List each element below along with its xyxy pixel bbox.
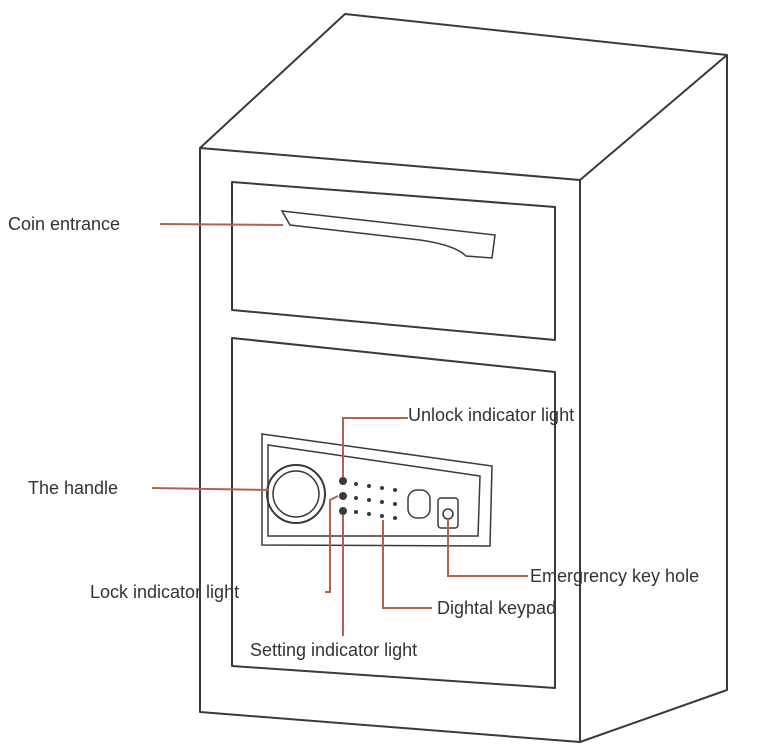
handle-knob	[266, 464, 326, 524]
lock-panel	[261, 433, 493, 547]
keypad-grid	[354, 482, 397, 520]
lock-plate-inner	[267, 444, 481, 537]
emergency-keyhole	[442, 508, 454, 520]
label-lock-indicator-light: Lock indicator light	[90, 582, 239, 602]
deposit-drawer	[231, 181, 556, 341]
label-coin-entrance: Coin entrance	[8, 214, 120, 234]
leader-emergency-key-hole	[447, 519, 528, 577]
lock-indicator-dot	[339, 507, 347, 515]
coin-slot	[280, 210, 496, 259]
safe-door	[231, 337, 556, 689]
fingerprint-sensor	[407, 489, 431, 519]
door-panel	[231, 337, 556, 689]
label-unlock-indicator-light: Unlock indicator light	[408, 405, 574, 425]
label-digital-keypad: Dightal keypad	[437, 598, 556, 618]
safe-side-face	[579, 55, 728, 743]
drawer-panel	[231, 181, 556, 341]
labels: Coin entrance The handle Unlock indicato…	[8, 214, 699, 660]
safe-body	[199, 13, 728, 743]
handle-knob-ring	[272, 470, 320, 518]
lock-plate-outer	[261, 433, 493, 547]
leader-handle	[151, 487, 269, 491]
leader-coin-entrance	[159, 223, 284, 226]
leader-lines	[151, 223, 528, 636]
leader-digital-keypad	[382, 520, 432, 609]
setting-indicator-dot	[339, 492, 347, 500]
label-the-handle: The handle	[28, 478, 118, 498]
leader-lock-indicator	[325, 495, 339, 593]
unlock-indicator-dot	[339, 477, 347, 485]
safe-top-face	[199, 13, 728, 181]
label-emergency-key-hole: Emergrency key hole	[530, 566, 699, 586]
label-setting-indicator-light: Setting indicator light	[250, 640, 417, 660]
leader-unlock-indicator	[342, 417, 408, 477]
